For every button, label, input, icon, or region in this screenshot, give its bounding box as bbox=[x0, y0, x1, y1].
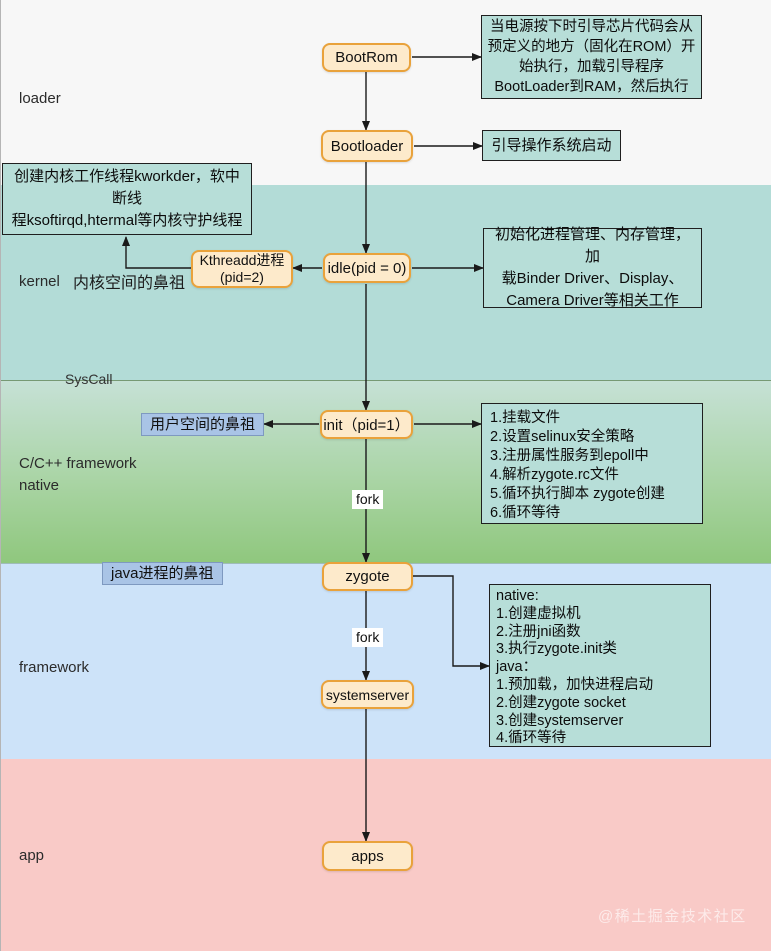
node-bootloader: Bootloader bbox=[321, 130, 413, 162]
watermark: @稀土掘金技术社区 bbox=[598, 908, 747, 925]
band-label-framework: framework bbox=[19, 659, 90, 676]
note-bootrom: 当电源按下时引导芯片代码会从 预定义的地方（固化在ROM）开 始执行，加载引导程… bbox=[481, 15, 702, 99]
label-kernel-space-ancestor: 内核空间的鼻祖 bbox=[73, 275, 186, 292]
note-init: 1.挂载文件 2.设置selinux安全策略 3.注册属性服务到epoll中 4… bbox=[481, 403, 703, 524]
node-idle: idle(pid = 0) bbox=[323, 253, 411, 283]
node-kthreadd: Kthreadd进程 (pid=2) bbox=[191, 250, 293, 288]
node-init: init（pid=1） bbox=[320, 410, 413, 439]
label-fork-init-zygote: fork bbox=[352, 490, 384, 509]
band-label-kernel: kernel bbox=[19, 273, 60, 290]
label-java-process-ancestor: java进程的鼻祖 bbox=[102, 562, 223, 585]
band-label-loader: loader bbox=[19, 90, 61, 107]
node-bootrom: BootRom bbox=[322, 43, 411, 72]
node-systemserver: systemserver bbox=[321, 680, 414, 709]
note-kthreadd: 创建内核工作线程kworkder，软中断线 程ksoftirqd,htermal… bbox=[2, 163, 252, 235]
arrow-zygote-to-note bbox=[413, 575, 490, 670]
note-zygote: native: 1.创建虚拟机 2.注册jni函数 3.执行zygote.ini… bbox=[489, 584, 711, 747]
node-apps: apps bbox=[322, 841, 413, 871]
note-bootloader: 引导操作系统启动 bbox=[482, 130, 621, 161]
band-label-app: app bbox=[19, 847, 45, 864]
band-label-native: C/C++ framework native bbox=[19, 455, 137, 494]
label-user-space-ancestor: 用户空间的鼻祖 bbox=[141, 413, 265, 436]
note-idle: 初始化进程管理、内存管理，加 载Binder Driver、Display、 C… bbox=[483, 226, 702, 309]
label-syscall: SysCall bbox=[65, 371, 113, 387]
label-fork-zygote-systemserver: fork bbox=[352, 628, 384, 647]
arrow-kthreadd-to-note bbox=[122, 236, 191, 269]
node-zygote: zygote bbox=[322, 562, 413, 591]
